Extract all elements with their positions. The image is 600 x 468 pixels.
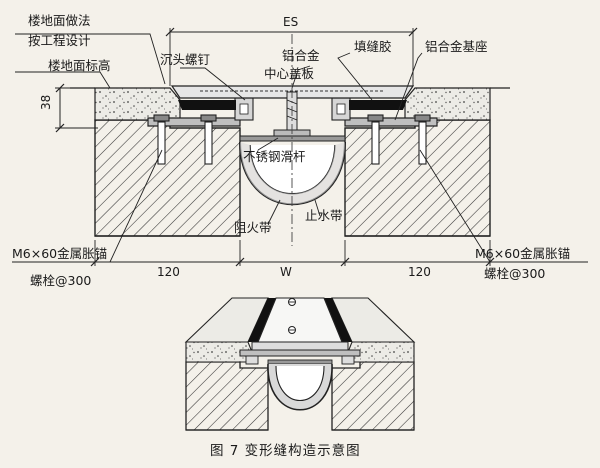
ss-slide-bar (239, 135, 346, 142)
floor-method-label-2: 按工程设计 (28, 33, 91, 48)
fire-strip-label: 阻火带 (234, 220, 272, 235)
left-sealant (178, 100, 236, 110)
anchor-left-label-2: 螺栓@300 (30, 273, 91, 288)
fire-strip (249, 144, 336, 195)
figure-caption: 图 7 变形缝构造示意图 (210, 442, 361, 459)
perspective-right-slab (331, 361, 415, 431)
alu-cover-label-2: 中心盖板 (264, 66, 315, 81)
top-section-drawing (12, 27, 588, 267)
countersunk-screw-label: 沉头螺钉 (160, 52, 211, 67)
dim-w-label: W (280, 265, 292, 279)
sealant-label: 填缝胶 (354, 39, 392, 54)
perspective-view-drawing (184, 297, 416, 431)
right-sealant (349, 100, 407, 110)
right-concrete-slab (344, 119, 491, 237)
left-floor-finish (94, 87, 181, 121)
depth-38-label: 38 (39, 95, 53, 110)
floor-elevation-label: 楼地面标高 (48, 58, 111, 73)
anchor-bolts (153, 114, 431, 165)
dim-right-label: 120 (408, 265, 431, 279)
perspective-left-slab (185, 361, 269, 431)
ss-slide-bar-label: 不锈钢滑杆 (243, 149, 306, 164)
top-section-labels: 楼地面做法 按工程设计 楼地面标高 ES 沉头螺钉 铝合金 中心盖板 填缝胶 铝… (12, 13, 570, 288)
anchor-right-label-2: 螺栓@300 (484, 266, 545, 281)
right-floor-finish (404, 87, 491, 121)
left-concrete-slab (94, 119, 241, 237)
dim-left-label: 120 (157, 265, 180, 279)
alu-base-label: 铝合金基座 (425, 39, 488, 54)
alu-cover-label-1: 铝合金 (282, 48, 320, 63)
es-dimension-label: ES (283, 15, 298, 29)
water-stop-label: 止水带 (305, 208, 343, 223)
floor-method-label-1: 楼地面做法 (28, 13, 91, 28)
anchor-right-label-1: M6×60金属胀锚 (475, 246, 570, 261)
anchor-left-label-1: M6×60金属胀锚 (12, 246, 107, 261)
